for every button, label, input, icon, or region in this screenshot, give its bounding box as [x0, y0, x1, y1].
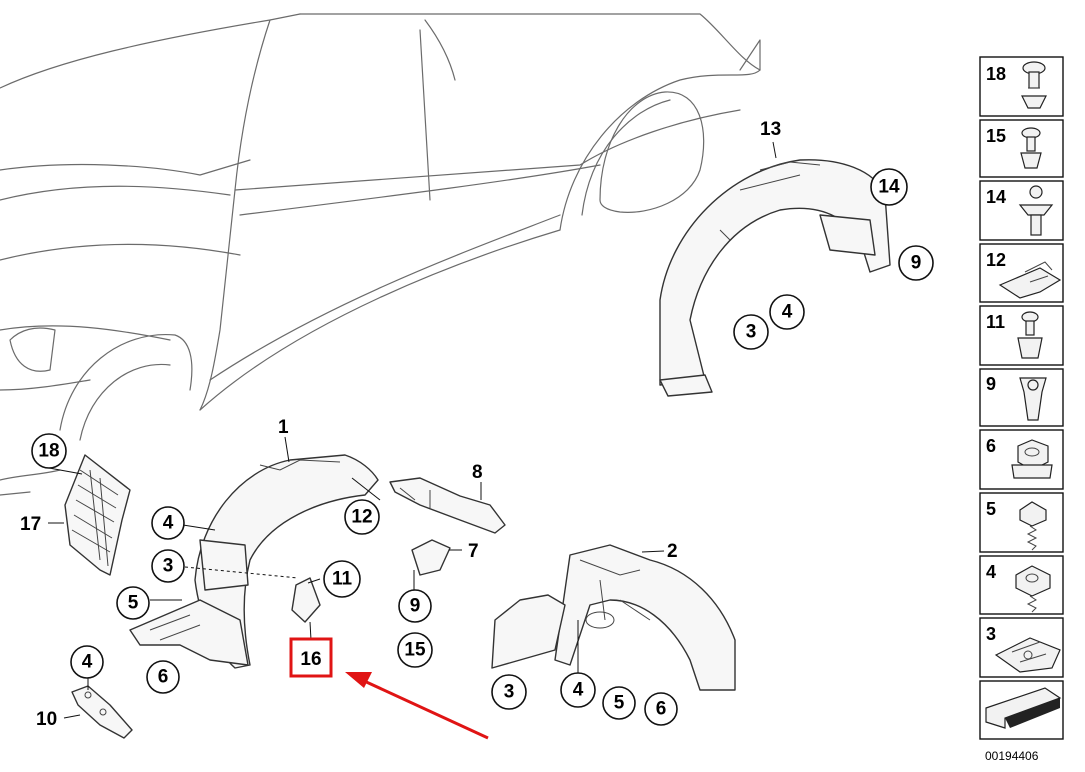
callout-16-highlighted[interactable]: 16	[289, 637, 333, 678]
svg-text:6: 6	[656, 699, 667, 720]
clip-12-icon	[998, 261, 1062, 299]
callout-13[interactable]: 13	[760, 119, 781, 140]
fastener-legend: 18 15 14 12 11 9 6 5 4 3	[979, 56, 1064, 740]
clip-18-icon	[1021, 61, 1047, 109]
callout-5-front[interactable]: 5	[116, 586, 150, 620]
callout-6-front[interactable]: 6	[146, 660, 180, 694]
clip-11-icon	[1017, 311, 1043, 359]
wheel-arch-liner-13-part	[659, 159, 891, 397]
clip-3-icon	[994, 637, 1061, 673]
callout-7[interactable]: 7	[468, 541, 479, 562]
svg-text:5: 5	[128, 593, 139, 614]
callout-18[interactable]: 18	[31, 433, 67, 469]
svg-text:2: 2	[667, 541, 678, 562]
callout-4-top[interactable]: 4	[769, 294, 805, 330]
callout-8[interactable]: 8	[472, 462, 483, 483]
callout-12[interactable]: 12	[344, 499, 380, 535]
strip-10-part	[71, 685, 133, 739]
callout-3-rear[interactable]: 3	[491, 674, 527, 710]
svg-text:9: 9	[911, 253, 922, 274]
rear-wheel-liner-part	[491, 544, 736, 691]
callout-11[interactable]: 11	[323, 560, 361, 598]
nut-9-icon	[1019, 377, 1047, 421]
clip-15-icon	[1020, 127, 1042, 169]
legend-label-14: 14	[986, 187, 1006, 207]
svg-text:10: 10	[36, 709, 57, 730]
screw-4-icon	[1015, 565, 1051, 613]
legend-label-4: 4	[986, 562, 996, 582]
svg-text:9: 9	[410, 596, 421, 617]
callout-14[interactable]: 14	[870, 168, 908, 206]
legend-label-15: 15	[986, 126, 1006, 146]
legend-label-3: 3	[986, 624, 996, 644]
front-wheel-liner-part	[129, 454, 379, 669]
nut-6-icon	[1011, 439, 1053, 479]
svg-text:14: 14	[878, 177, 900, 198]
svg-text:7: 7	[468, 541, 479, 562]
legend-cell-5	[979, 492, 1064, 553]
arrow-icon	[985, 687, 1062, 729]
bracket-16-part	[291, 577, 321, 623]
svg-text:3: 3	[504, 682, 515, 703]
legend-cell-15	[979, 119, 1064, 178]
callout-5-rear[interactable]: 5	[602, 686, 636, 720]
callout-4-strip[interactable]: 4	[70, 645, 104, 679]
clip-14-icon	[1018, 185, 1054, 236]
car-outline-sketch	[0, 13, 761, 496]
clip-7-part	[411, 539, 451, 576]
svg-text:15: 15	[404, 640, 426, 661]
bracket-8-part	[389, 477, 506, 534]
document-number: 00194406	[985, 749, 1039, 763]
callout-4-front[interactable]: 4	[151, 506, 185, 540]
legend-label-5: 5	[986, 499, 996, 519]
callout-2[interactable]: 2	[667, 541, 678, 562]
callout-9-front[interactable]: 9	[398, 589, 432, 623]
svg-text:13: 13	[760, 119, 781, 140]
callout-4-rear[interactable]: 4	[560, 672, 596, 708]
legend-cell-14	[979, 180, 1064, 241]
side-vent-part	[64, 454, 131, 576]
legend-label-18: 18	[986, 64, 1006, 84]
legend-cell-6	[979, 429, 1064, 490]
callout-9-rear[interactable]: 9	[898, 245, 934, 281]
svg-text:16: 16	[300, 649, 321, 670]
callout-3-top[interactable]: 3	[733, 314, 769, 350]
svg-text:12: 12	[351, 507, 372, 528]
legend-label-9: 9	[986, 374, 996, 394]
callout-6-rear[interactable]: 6	[644, 692, 678, 726]
svg-text:3: 3	[163, 556, 174, 577]
svg-text:3: 3	[746, 322, 757, 343]
svg-text:6: 6	[158, 667, 169, 688]
svg-text:4: 4	[573, 680, 584, 701]
callout-17[interactable]: 17	[20, 514, 41, 535]
legend-label-6: 6	[986, 436, 996, 456]
legend-label-11: 11	[986, 312, 1005, 332]
screw-5-icon	[1019, 501, 1047, 551]
red-pointer-arrow	[345, 672, 489, 740]
leader-lines	[48, 141, 777, 719]
callout-1[interactable]: 1	[278, 417, 289, 438]
svg-text:17: 17	[20, 514, 41, 535]
svg-text:4: 4	[163, 513, 174, 534]
svg-text:11: 11	[332, 569, 353, 590]
legend-cell-18	[979, 56, 1064, 117]
callout-15[interactable]: 15	[397, 632, 433, 668]
callout-10[interactable]: 10	[36, 709, 57, 730]
svg-text:18: 18	[38, 441, 59, 462]
svg-text:8: 8	[472, 462, 483, 483]
legend-label-12: 12	[986, 250, 1006, 270]
svg-text:1: 1	[278, 417, 289, 438]
svg-text:4: 4	[782, 302, 793, 323]
svg-text:4: 4	[82, 652, 93, 673]
callout-3-front[interactable]: 3	[151, 549, 185, 583]
svg-text:5: 5	[614, 693, 625, 714]
